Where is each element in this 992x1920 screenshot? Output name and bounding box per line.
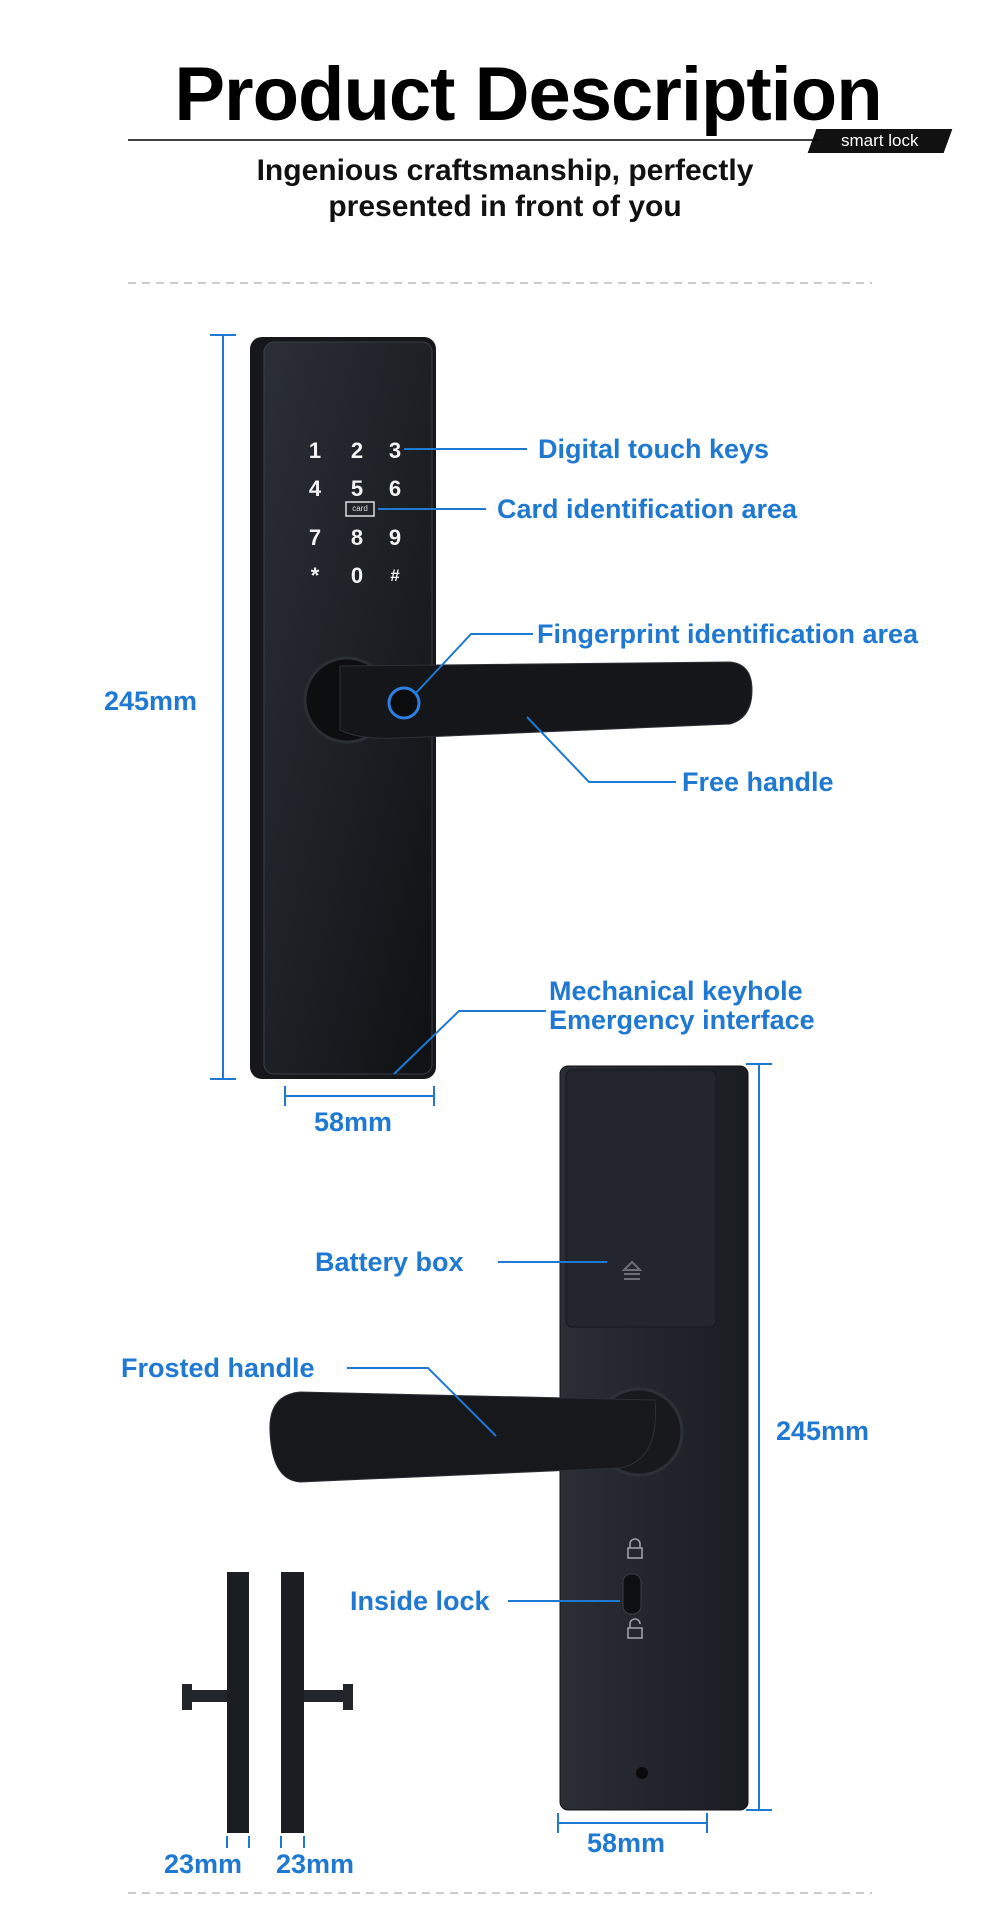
frosted-handle xyxy=(269,1391,657,1483)
side-thickness-right: 23mm xyxy=(276,1849,355,1879)
back-width-dimension: 58mm xyxy=(587,1828,666,1858)
label-frosted-handle: Frosted handle xyxy=(121,1353,315,1383)
bottom-keyhole xyxy=(636,1767,648,1779)
key-hash: # xyxy=(390,566,400,585)
key-7: 7 xyxy=(308,525,322,550)
locked-icon xyxy=(627,1547,643,1559)
label-inside-lock: Inside lock xyxy=(350,1586,490,1616)
card-badge: card xyxy=(352,504,368,513)
card-icon xyxy=(345,501,375,517)
key-1: 1 xyxy=(308,438,322,463)
side-thickness-left: 23mm xyxy=(164,1849,243,1879)
key-4: 4 xyxy=(308,476,322,501)
key-star: * xyxy=(310,563,320,588)
label-fingerprint-identification-area: Fingerprint identification area xyxy=(537,619,919,649)
label-mechanical-keyhole: Mechanical keyhole xyxy=(549,976,803,1006)
key-5: 5 xyxy=(350,476,364,501)
page-title: Product Description xyxy=(174,52,882,137)
side-profiles xyxy=(182,1572,353,1833)
front-leader-lines xyxy=(210,334,676,1106)
back-height-dimension: 245mm xyxy=(776,1416,870,1446)
key-3: 3 xyxy=(388,438,402,463)
eject-icon xyxy=(621,1260,643,1280)
subtitle-line-2: presented in front of you xyxy=(328,190,682,223)
label-emergency-interface: Emergency interface xyxy=(549,1005,815,1035)
back-leader-lines xyxy=(347,1063,772,1833)
front-lock xyxy=(250,337,753,1079)
key-2: 2 xyxy=(350,438,364,463)
label-digital-touch-keys: Digital touch keys xyxy=(538,434,770,464)
key-9: 9 xyxy=(388,525,402,550)
battery-cover xyxy=(565,1069,717,1328)
subtitle-line-1: Ingenious craftsmanship, perfectly xyxy=(256,154,754,187)
fingerprint-sensor-icon xyxy=(387,686,421,720)
side-dimension-lines xyxy=(226,1836,305,1848)
label-free-handle: Free handle xyxy=(682,767,834,797)
key-8: 8 xyxy=(350,525,364,550)
unlocked-icon xyxy=(627,1627,643,1639)
label-battery-box: Battery box xyxy=(315,1247,464,1277)
front-handle xyxy=(339,661,753,739)
front-height-dimension: 245mm xyxy=(104,686,198,716)
key-0: 0 xyxy=(350,563,364,588)
label-card-identification-area: Card identification area xyxy=(497,494,798,524)
front-width-dimension: 58mm xyxy=(314,1107,393,1137)
inside-lock-knob xyxy=(622,1573,642,1615)
key-6: 6 xyxy=(388,476,402,501)
